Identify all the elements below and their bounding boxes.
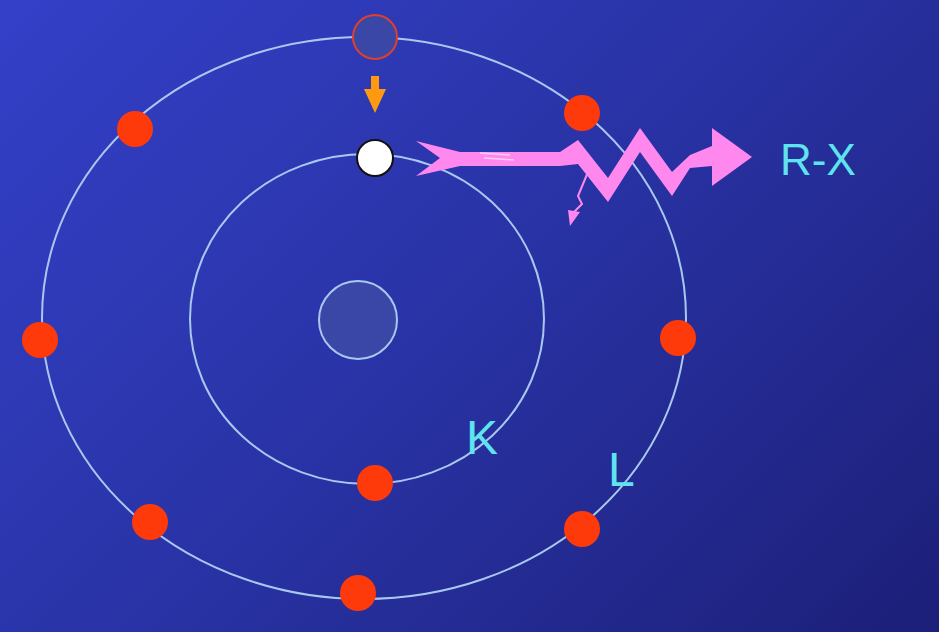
l-shell-label: L <box>608 446 635 494</box>
x-ray-label: R-X <box>780 138 856 182</box>
transition-arrow <box>364 76 386 113</box>
x-ray-photon <box>416 128 752 226</box>
k-shell <box>190 154 544 484</box>
l-shell <box>42 37 686 599</box>
vacancy <box>357 140 393 176</box>
nucleus <box>319 281 397 359</box>
vacated-electron <box>353 15 397 59</box>
k-shell-label: K <box>466 414 498 462</box>
